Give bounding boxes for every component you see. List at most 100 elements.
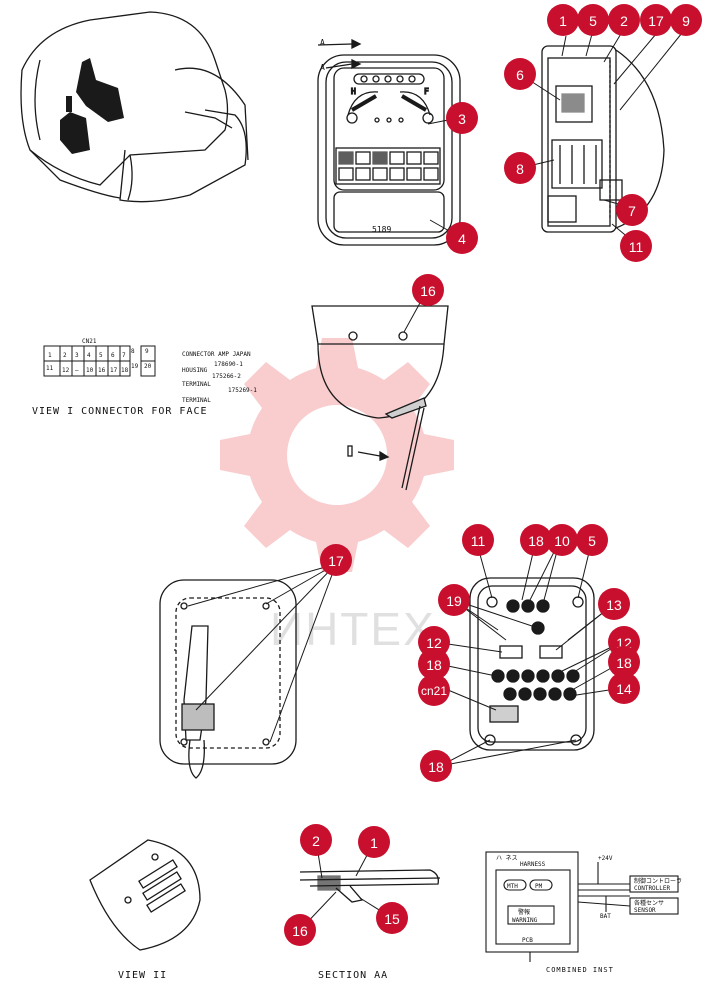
callout-2: 2 [608, 4, 640, 36]
connector-spec-title: CONNECTOR AMP JAPAN [182, 351, 251, 358]
connector-terminal-label-2: TERMINAL [182, 397, 211, 404]
section-arrow-a1: A [320, 38, 325, 47]
svg-text:9: 9 [145, 348, 149, 355]
svg-text:3: 3 [458, 111, 466, 127]
callout-1: 1 [358, 826, 390, 858]
svg-text:13: 13 [606, 597, 622, 613]
svg-text:11: 11 [471, 533, 486, 549]
svg-text:17: 17 [648, 13, 664, 29]
svg-text:18: 18 [428, 759, 444, 775]
callout-4: 4 [446, 222, 478, 254]
svg-text:12: 12 [62, 367, 70, 374]
svg-text:4: 4 [458, 231, 466, 247]
combined-inst [485, 851, 679, 962]
connector-spec-p1: 178690-1 [214, 361, 243, 368]
sensor-label: SENSOR [634, 907, 656, 914]
section-aa [299, 869, 441, 903]
callout-13: 13 [598, 588, 630, 620]
svg-text:15: 15 [384, 911, 400, 927]
svg-text:1: 1 [48, 352, 52, 359]
controller-jp: 制御コントローラ [634, 877, 682, 885]
monitor-side [541, 45, 665, 233]
svg-text:20: 20 [144, 363, 152, 370]
svg-text:10: 10 [554, 533, 570, 549]
svg-text:1: 1 [370, 835, 378, 851]
callout-3: 3 [446, 102, 478, 134]
connector-caption: VIEW I CONNECTOR FOR FACE [32, 406, 208, 417]
mth-button-label: MTH [507, 883, 518, 890]
section-arrow-a2: A [320, 63, 325, 72]
watermark-gear [220, 338, 454, 572]
callout-18: 18 [608, 646, 640, 678]
svg-text:5: 5 [99, 352, 103, 359]
callout-15: 15 [376, 902, 408, 934]
warning-label: WARNING [512, 917, 538, 924]
svg-text:5: 5 [588, 533, 596, 549]
svg-text:9: 9 [682, 13, 690, 29]
svg-text:19: 19 [446, 593, 462, 609]
svg-text:2: 2 [620, 13, 628, 29]
callout-17: 17 [320, 544, 352, 576]
connector-row1: 1 2 3 4 5 6 7 8 9 [48, 348, 149, 359]
harness-jp: ハ ネス [496, 855, 518, 862]
cab-drawing [20, 11, 249, 203]
svg-text:18: 18 [121, 367, 129, 374]
svg-text:16: 16 [98, 367, 106, 374]
svg-text:16: 16 [292, 923, 308, 939]
callout-16: 16 [412, 274, 444, 306]
gauges [346, 91, 434, 124]
callout-2: 2 [300, 824, 332, 856]
callout-11: 11 [620, 230, 652, 262]
svg-text:11: 11 [46, 365, 54, 372]
callout-18: 18 [420, 750, 452, 782]
sensor-jp: 各種センサ [634, 899, 664, 907]
svg-text:16: 16 [420, 283, 436, 299]
callout-12: 12 [418, 626, 450, 658]
callout-10: 10 [546, 524, 578, 556]
callout-cn21: cn21 [418, 674, 450, 706]
svg-text:17: 17 [110, 367, 118, 374]
gauge-f-label: F [424, 87, 429, 96]
svg-text:1: 1 [559, 13, 567, 29]
svg-text:2: 2 [312, 833, 320, 849]
callout-18: 18 [520, 524, 552, 556]
monitor-rear-panel [469, 577, 595, 751]
svg-text:7: 7 [628, 203, 636, 219]
callout-9: 9 [670, 4, 702, 36]
voltage-label: +24V [598, 855, 613, 862]
svg-text:18: 18 [528, 533, 544, 549]
bat-label: BAT [600, 913, 611, 920]
svg-text:cn21: cn21 [421, 684, 447, 698]
connector-housing-label: HOUSING [182, 367, 208, 374]
harness-label: HARNESS [520, 861, 546, 868]
switch-panel [335, 147, 441, 185]
svg-text:18: 18 [616, 655, 632, 671]
callout-19: 19 [438, 584, 470, 616]
connector-housing-num: 175266-2 [212, 373, 241, 380]
svg-text:10: 10 [86, 367, 94, 374]
mount-bracket [311, 305, 449, 491]
gauge-h-label: H [351, 87, 356, 96]
svg-text:14: 14 [616, 681, 632, 697]
connector-row2: 11 12 — 10 16 17 18 19 20 [46, 363, 152, 374]
callout-14: 14 [608, 672, 640, 704]
svg-text:19: 19 [131, 363, 139, 370]
pm-button-label: PM [535, 883, 543, 890]
callout-18: 18 [418, 648, 450, 680]
svg-text:4: 4 [87, 352, 91, 359]
svg-text:18: 18 [426, 657, 442, 673]
view-ii-plate [89, 839, 201, 951]
svg-text:—: — [75, 367, 79, 374]
svg-text:2: 2 [63, 352, 67, 359]
watermark-text: ИНТЕХ [270, 603, 436, 655]
connector-header: CN21 [82, 338, 97, 345]
callout-5: 5 [577, 4, 609, 36]
callout-5: 5 [576, 524, 608, 556]
callout-6: 6 [504, 58, 536, 90]
svg-text:7: 7 [122, 352, 126, 359]
svg-text:8: 8 [516, 161, 524, 177]
warning-jp: 警報 [518, 908, 530, 916]
monitor-code: 5189 [372, 225, 391, 234]
